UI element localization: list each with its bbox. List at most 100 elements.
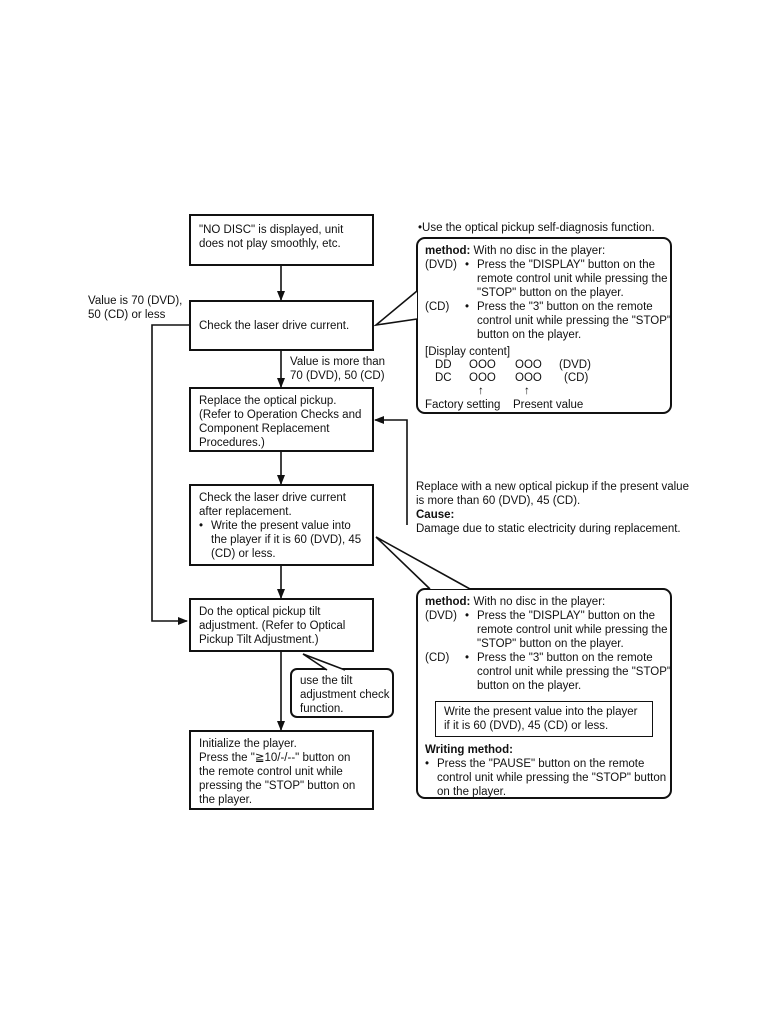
cause-title: Cause:: [416, 509, 455, 521]
no-disc-box: "NO DISC" is displayed, unit does not pl…: [189, 214, 374, 266]
init-line-3: the remote control unit while: [199, 766, 343, 778]
writing-line-3: on the player.: [437, 786, 507, 798]
writing-method-title: Writing method:: [425, 744, 513, 756]
bullet-icon: •: [465, 610, 470, 622]
dvd-tag: (DVD): [425, 610, 457, 622]
display-code: DC: [435, 372, 452, 384]
check-after-bullet: • Write the present value into the playe…: [199, 519, 364, 561]
left-branch-label: Value is 70 (DVD), 50 (CD) or less: [88, 294, 182, 322]
cd-line-2: control unit while pressing the "STOP": [477, 315, 671, 327]
check-after-line-2: after replacement.: [199, 506, 292, 518]
display-content-label: [Display content]: [425, 346, 511, 358]
bullet-line-3: (CD) or less.: [211, 548, 276, 560]
init-line-4: pressing the "STOP" button on: [199, 780, 356, 792]
dvd-line-3: "STOP" button on the player.: [477, 638, 624, 650]
cd-line-1: Press the "3" button on the remote: [477, 301, 653, 313]
dvd-line-1: Press the "DISPLAY" button on the: [477, 259, 655, 271]
present-value-label: Present value: [513, 399, 584, 411]
writing-line-1: Press the "PAUSE" button on the remote: [437, 758, 645, 770]
dvd-instruction: (DVD) • Press the "DISPLAY" button on th…: [425, 258, 668, 300]
method-desc: With no disc in the player:: [470, 245, 606, 257]
bullet-icon: •: [199, 520, 204, 532]
tilt-box: Do the optical pickup tilt adjustment. (…: [189, 598, 374, 652]
check-after-line-1: Check the laser drive current: [199, 492, 347, 504]
replace-note: Replace with a new optical pickup if the…: [416, 480, 689, 536]
no-disc-line-2: does not play smoothly, etc.: [199, 238, 341, 250]
tilt-callout-line-3: function.: [300, 703, 344, 715]
check-current-text: Check the laser drive current.: [199, 320, 350, 332]
bullet-icon: •: [465, 652, 470, 664]
tilt-line-2: adjustment. (Refer to Optical: [199, 620, 346, 632]
up-arrow-icon: ↑: [524, 385, 530, 397]
method-label: method:: [425, 245, 471, 257]
method-heading: method: With no disc in the player:: [425, 595, 663, 609]
cd-line-1: Press the "3" button on the remote: [477, 652, 653, 664]
tilt-callout-line-2: adjustment check: [300, 689, 390, 701]
cd-tag: (CD): [425, 652, 450, 664]
method-heading: method: With no disc in the player:: [425, 244, 663, 258]
display-row-dd: DD OOO OOO (DVD): [435, 359, 591, 372]
display-content-table: DD OOO OOO (DVD) DC OOO OOO (CD) ↑ ↑: [435, 359, 591, 398]
dvd-line-3: "STOP" button on the player.: [477, 287, 624, 299]
display-legend: Factory setting Present value: [425, 398, 663, 412]
tilt-callout-line-1: use the tilt: [300, 675, 353, 687]
more-than-label: Value is more than 70 (DVD), 50 (CD): [290, 355, 385, 383]
display-mode: (DVD): [559, 359, 591, 371]
cd-instruction: (CD) • Press the "3" button on the remot…: [425, 300, 671, 342]
replace-line-3: Component Replacement: [199, 423, 330, 435]
tilt-line-3: Pickup Tilt Adjustment.): [199, 634, 319, 646]
dvd-instruction: (DVD) • Press the "DISPLAY" button on th…: [425, 609, 668, 651]
cause-text: Damage due to static electricity during …: [416, 523, 681, 535]
method-label: method:: [425, 596, 471, 608]
replace-note-line-1: Replace with a new optical pickup if the…: [416, 481, 689, 493]
bullet-icon: •: [465, 301, 470, 313]
dvd-line-1: Press the "DISPLAY" button on the: [477, 610, 655, 622]
arrow-loop-back: [374, 416, 408, 525]
no-disc-line-1: "NO DISC" is displayed, unit: [199, 224, 344, 236]
cd-line-2: control unit while pressing the "STOP": [477, 666, 671, 678]
factory-setting-label: Factory setting: [425, 399, 501, 411]
replace-line-1: Replace the optical pickup.: [199, 395, 337, 407]
up-arrow-icon: ↑: [478, 385, 484, 397]
bullet-line-2: the player if it is 60 (DVD), 45: [211, 534, 362, 546]
method-callout-bottom: method: With no disc in the player: (DVD…: [416, 588, 672, 799]
init-line-1: Initialize the player.: [199, 738, 297, 750]
replace-pickup-box: Replace the optical pickup. (Refer to Op…: [189, 387, 374, 452]
arrow-left-bypass: [151, 324, 189, 625]
cd-line-3: button on the player.: [477, 680, 582, 692]
method-callout-top: method: With no disc in the player: (DVD…: [416, 237, 672, 414]
bullet-icon: •: [425, 758, 430, 770]
replace-line-4: Procedures.): [199, 437, 265, 449]
display-arrows-row: ↑ ↑: [435, 385, 591, 398]
tilt-check-callout: use the tilt adjustment check function.: [290, 668, 394, 718]
check-after-box: Check the laser drive current after repl…: [189, 484, 374, 566]
present-value: OOO: [515, 372, 542, 384]
write-box-line-2: if it is 60 (DVD), 45 (CD) or less.: [444, 720, 609, 732]
left-branch-line-1: Value is 70 (DVD),: [88, 295, 183, 307]
method-desc: With no disc in the player:: [470, 596, 606, 608]
write-box-line-1: Write the present value into the player: [444, 706, 638, 718]
display-code: DD: [435, 359, 452, 371]
replace-line-2: (Refer to Operation Checks and: [199, 409, 362, 421]
writing-line-2: control unit while pressing the "STOP" b…: [437, 772, 667, 784]
present-value: OOO: [515, 359, 542, 371]
dvd-line-2: remote control unit while pressing the: [477, 273, 668, 285]
tilt-line-1: Do the optical pickup tilt: [199, 606, 321, 618]
dvd-line-2: remote control unit while pressing the: [477, 624, 668, 636]
factory-value: OOO: [469, 359, 496, 371]
initialize-box: Initialize the player. Press the "≧10/-/…: [189, 730, 374, 810]
dvd-tag: (DVD): [425, 259, 457, 271]
more-than-line-2: 70 (DVD), 50 (CD): [290, 370, 385, 382]
init-line-2: Press the "≧10/-/--" button on: [199, 752, 351, 764]
bullet-icon: •: [465, 259, 470, 271]
cd-instruction: (CD) • Press the "3" button on the remot…: [425, 651, 671, 693]
init-line-5: the player.: [199, 794, 253, 806]
write-value-box: Write the present value into the player …: [435, 701, 653, 737]
display-mode: (CD): [564, 372, 589, 384]
self-diagnosis-note: •Use the optical pickup self-diagnosis f…: [418, 222, 655, 234]
cd-tag: (CD): [425, 301, 450, 313]
bullet-line-1: Write the present value into: [211, 520, 351, 532]
more-than-line-1: Value is more than: [290, 356, 386, 368]
